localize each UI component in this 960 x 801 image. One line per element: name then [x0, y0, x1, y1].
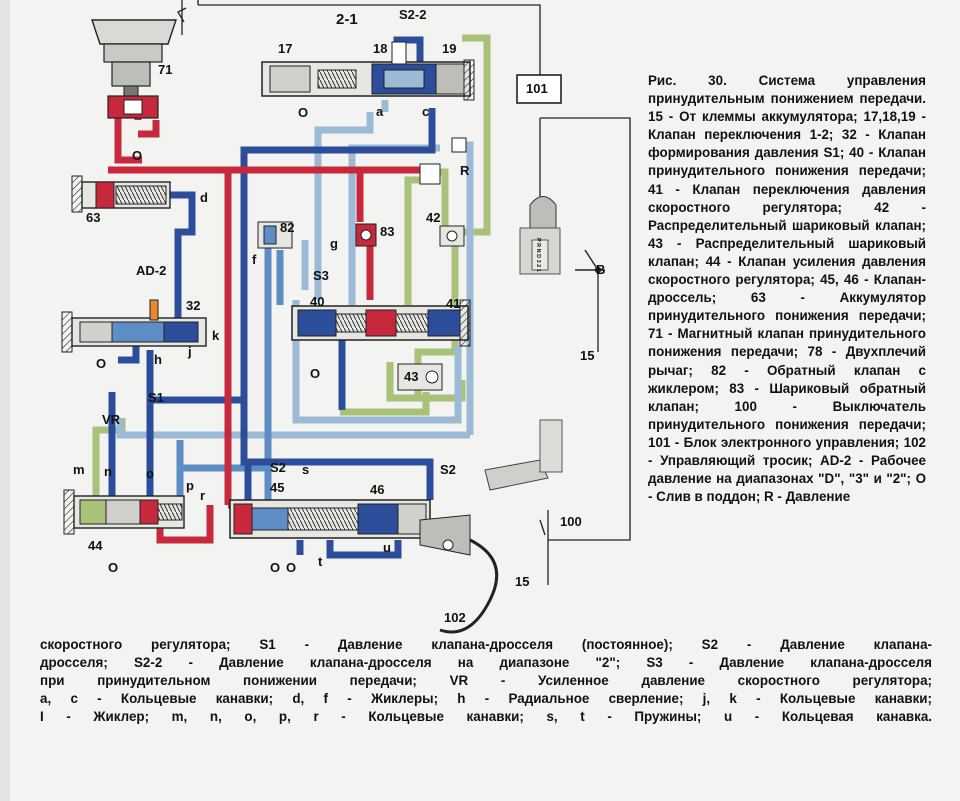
label-102: 102: [444, 610, 466, 625]
lever-and-cable: [419, 419, 563, 634]
label-63: 63: [86, 210, 100, 225]
label-vr: VR: [102, 412, 121, 427]
ecu-101: [516, 74, 562, 104]
solenoid-71: [91, 19, 177, 119]
label-44: 44: [88, 538, 103, 553]
label-c: c: [422, 104, 429, 119]
label-40: 40: [310, 294, 324, 309]
label-o-groove: o: [146, 466, 154, 481]
label-41: 41: [446, 296, 460, 311]
label-s3: S3: [313, 268, 329, 283]
label-n: n: [104, 464, 112, 479]
r-port: [419, 137, 467, 185]
caption-line-5: I - Жиклер; m, n, o, p, r - Кольцевые ка…: [40, 709, 932, 725]
label-s2-a: S2: [270, 460, 286, 475]
red-circuit: [108, 96, 420, 544]
label-71: 71: [158, 62, 172, 77]
label-43: 43: [404, 369, 418, 384]
label-s1: S1: [148, 390, 164, 405]
caption-line-3: при принудительном понижении передачи; V…: [40, 673, 932, 689]
caption-line-4: a, c - Кольцевые канавки; d, f - Жиклеры…: [40, 691, 932, 707]
label-32: 32: [186, 298, 200, 313]
label-o-5: O: [108, 560, 118, 575]
label-18: 18: [373, 41, 387, 56]
label-h: h: [154, 352, 162, 367]
label-s: s: [302, 462, 309, 477]
wiring: [177, 0, 631, 585]
accumulator-63: [71, 175, 171, 213]
switch-b: [575, 249, 605, 274]
label-d: d: [200, 190, 208, 205]
label-101: 101: [526, 81, 548, 96]
label-o-4: O: [310, 366, 320, 381]
figure-caption-bottom: скоростного регулятора; S1 - Давление кл…: [40, 636, 932, 726]
label-p: p: [186, 478, 194, 493]
label-j: j: [187, 344, 192, 359]
label-83: 83: [380, 224, 394, 239]
valve-44: [63, 489, 185, 535]
label-2-1: 2-1: [336, 11, 358, 28]
label-r: R: [460, 163, 470, 178]
label-15-a: 15: [580, 348, 594, 363]
label-s2-b: S2: [440, 462, 456, 477]
valve-17-18-19: [261, 41, 475, 101]
label-19: 19: [442, 41, 456, 56]
label-m: m: [73, 462, 85, 477]
label-82: 82: [280, 220, 294, 235]
caption-line-1: скоростного регулятора; S1 - Давление кл…: [40, 637, 932, 652]
label-45: 45: [270, 480, 284, 495]
label-o-2: O: [132, 148, 142, 163]
scan-shadow-left: [0, 0, 10, 801]
label-46: 46: [370, 482, 384, 497]
label-t: t: [318, 554, 323, 569]
label-f: f: [252, 252, 257, 267]
label-ad-2: AD-2: [136, 263, 166, 278]
valve-32: [61, 299, 207, 353]
label-shifter-gates: P R N D 3 2 1: [535, 238, 541, 272]
caption-line-2: дросселя; S2-2 - Давление клапана-дроссе…: [40, 655, 932, 671]
label-r-groove: r: [200, 488, 205, 503]
label-o-1: O: [298, 105, 308, 120]
label-b: B: [596, 262, 605, 277]
ball-valve-43: [397, 363, 443, 391]
figure-caption-side: Рис. 30. Система управления принудительн…: [648, 73, 926, 505]
check-valve-82: [257, 221, 293, 249]
label-u: u: [383, 540, 391, 555]
label-42: 42: [426, 210, 440, 225]
label-g: g: [330, 236, 338, 251]
label-100: 100: [560, 514, 582, 529]
label-15-b: 15: [515, 574, 529, 589]
mid-blue-circuit: [176, 232, 284, 500]
valve-40-41: [291, 299, 471, 347]
gear-shifter: [519, 196, 561, 275]
label-o-6: O: [270, 560, 280, 575]
valve-45-46: [229, 499, 431, 539]
ball-valve-42: [439, 225, 465, 247]
label-s2-2: S2-2: [399, 7, 426, 22]
label-o-3: O: [96, 356, 106, 371]
label-k: k: [212, 328, 220, 343]
label-a: a: [376, 104, 384, 119]
ball-check-83: [355, 223, 377, 247]
label-17: 17: [278, 41, 292, 56]
label-o-7: O: [286, 560, 296, 575]
diagram-labels: 2-1 S2-2 17 18 19 71 101 a c O O R d 63 …: [73, 7, 605, 625]
